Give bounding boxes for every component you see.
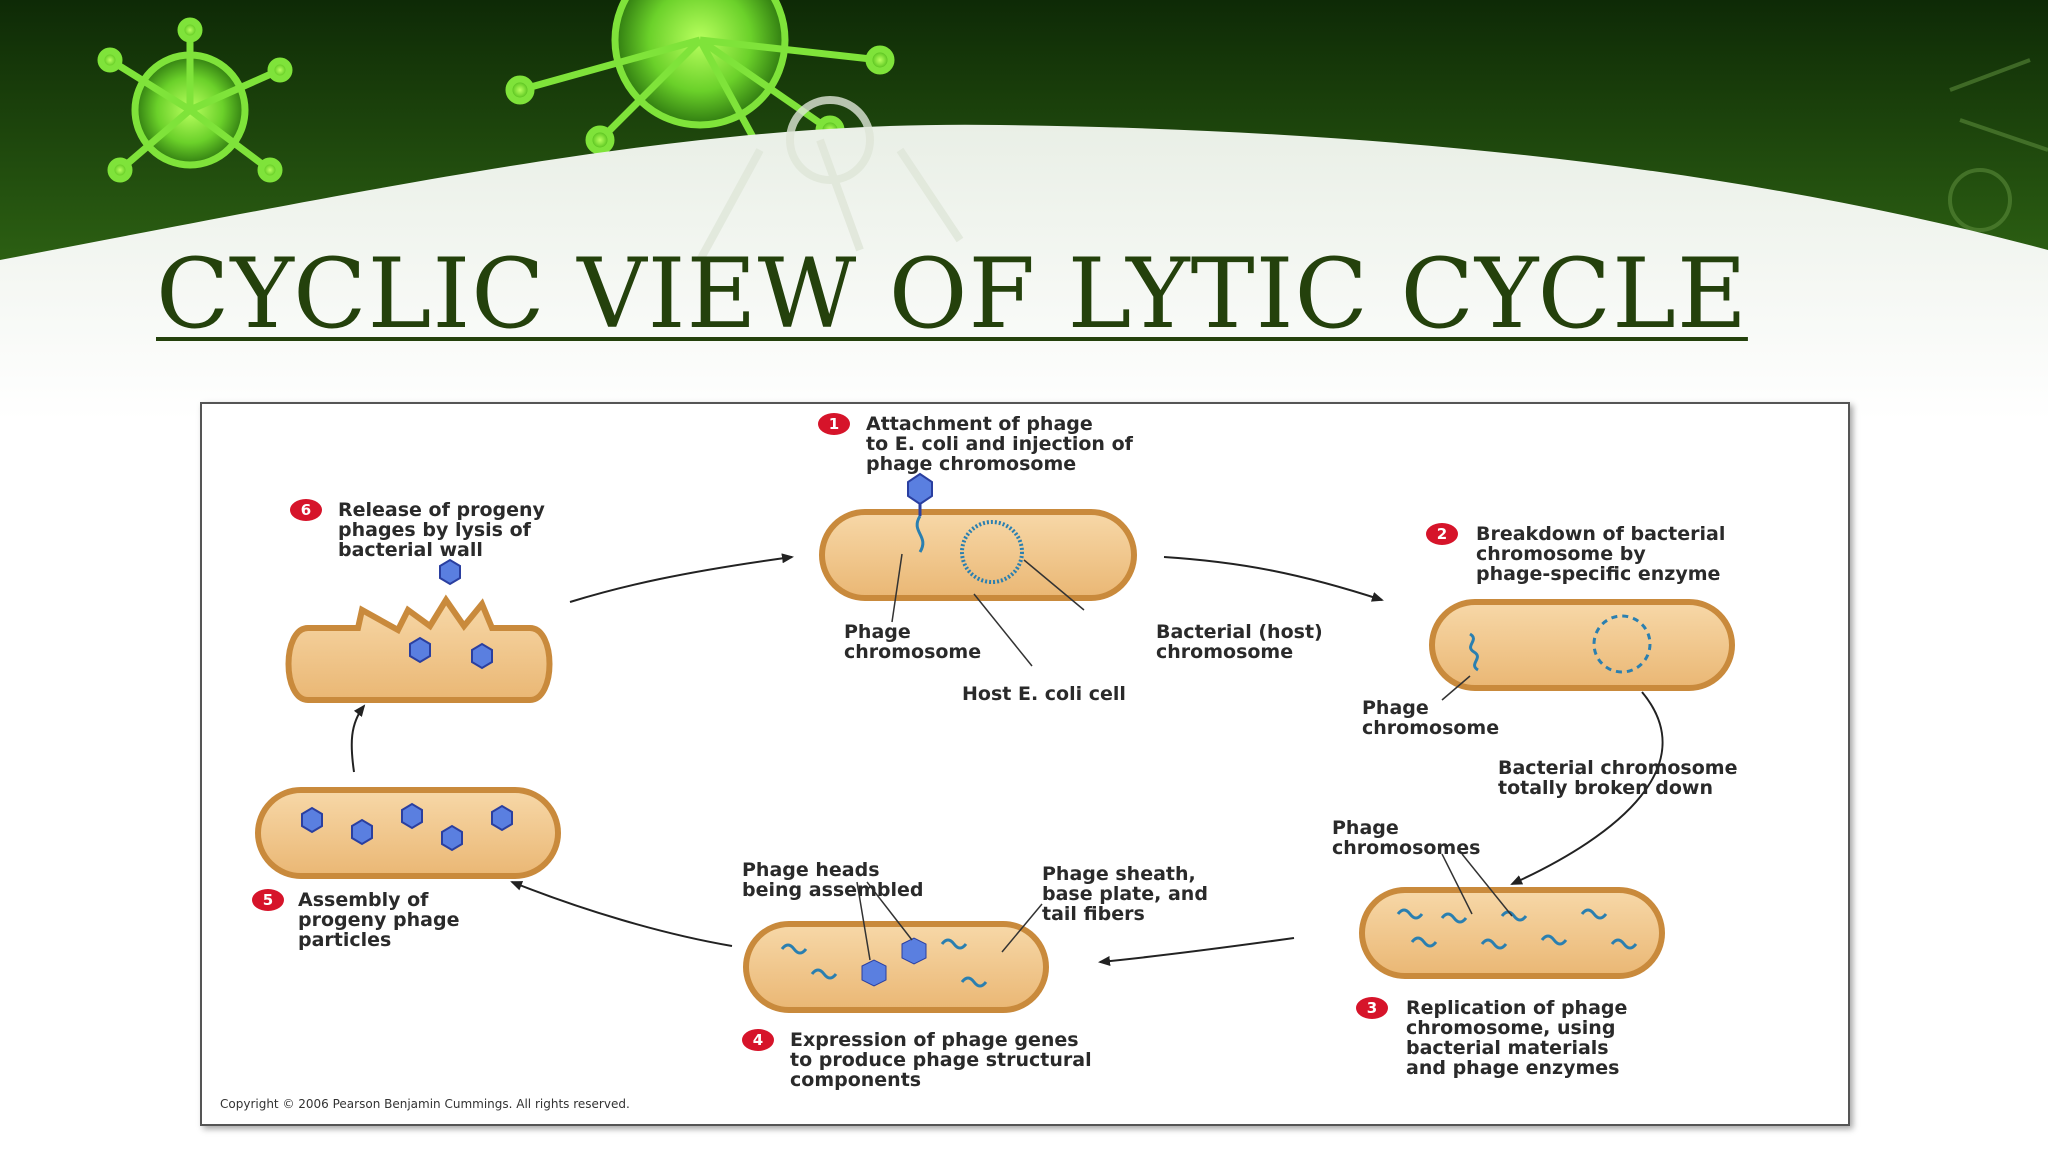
svg-text:3: 3 — [1367, 999, 1377, 1017]
svg-text:being assembled: being assembled — [742, 879, 923, 901]
svg-text:Phage: Phage — [844, 621, 911, 643]
svg-text:Replication of phage: Replication of phage — [1406, 997, 1627, 1019]
svg-text:chromosome, using: chromosome, using — [1406, 1017, 1615, 1039]
svg-text:5: 5 — [263, 891, 273, 909]
step-6-text: Release of progeny phages by lysis of ba… — [338, 499, 546, 561]
copyright-notice: Copyright © 2006 Pearson Benjamin Cummin… — [220, 1097, 630, 1111]
arrow-2-to-3 — [1510, 691, 1664, 885]
step-badge-1: 1 — [818, 413, 850, 435]
cell-step-2 — [1429, 599, 1735, 701]
svg-text:components: components — [790, 1069, 921, 1091]
cycle-arrows — [350, 553, 1664, 967]
virus-decoration-faded — [1948, 58, 2048, 232]
step-1-text: Attachment of phage to E. coli and injec… — [866, 413, 1134, 475]
svg-text:particles: particles — [298, 929, 391, 951]
phage-icon — [907, 472, 933, 553]
step-4-text: Expression of phage genes to produce pha… — [790, 1029, 1092, 1091]
arrow-6-to-1 — [569, 553, 794, 603]
arrow-3-to-4 — [1098, 937, 1295, 967]
step-badge-4: 4 — [742, 1029, 774, 1051]
step-badge-2: 2 — [1426, 523, 1458, 545]
cell-step-3 — [1359, 853, 1665, 979]
svg-text:Phage sheath,: Phage sheath, — [1042, 863, 1196, 885]
svg-text:2: 2 — [1437, 525, 1447, 543]
svg-text:Assembly of: Assembly of — [298, 889, 429, 911]
label-broken-down: Bacterial chromosome totally broken down — [1498, 757, 1737, 799]
svg-text:bacterial wall: bacterial wall — [338, 539, 483, 561]
arrow-5-to-6 — [350, 704, 366, 773]
svg-text:phage-specific enzyme: phage-specific enzyme — [1476, 563, 1720, 585]
svg-text:and phage enzymes: and phage enzymes — [1406, 1057, 1619, 1079]
svg-text:totally broken down: totally broken down — [1498, 777, 1713, 799]
label-host-cell: Host E. coli cell — [962, 683, 1126, 705]
svg-text:chromosome by: chromosome by — [1476, 543, 1646, 565]
svg-text:Expression of phage genes: Expression of phage genes — [790, 1029, 1079, 1051]
label-bacterial-host-chromosome: Bacterial (host) chromosome — [1156, 621, 1323, 663]
step-badge-6: 6 — [290, 499, 322, 521]
svg-text:Attachment of phage: Attachment of phage — [866, 413, 1093, 435]
svg-text:Phage: Phage — [1332, 817, 1399, 839]
svg-text:to E. coli and injection of: to E. coli and injection of — [866, 433, 1134, 455]
svg-text:chromosome: chromosome — [844, 641, 981, 663]
cell-step-5 — [255, 787, 561, 879]
lytic-cycle-diagram: 1 2 3 4 5 6 Attachment of phage to E. co… — [220, 413, 1737, 1111]
virus-decoration — [97, 0, 895, 183]
svg-text:to produce phage structural: to produce phage structural — [790, 1049, 1092, 1071]
svg-text:Bacterial chromosome: Bacterial chromosome — [1498, 757, 1737, 779]
svg-text:chromosome: chromosome — [1362, 717, 1499, 739]
svg-text:base plate, and: base plate, and — [1042, 883, 1208, 905]
svg-text:chromosome: chromosome — [1156, 641, 1293, 663]
svg-text:Phage: Phage — [1362, 697, 1429, 719]
step-5-text: Assembly of progeny phage particles — [298, 889, 459, 951]
svg-text:bacterial materials: bacterial materials — [1406, 1037, 1609, 1059]
page-title: CYCLIC VIEW OF LYTIC CYCLE — [156, 238, 1748, 350]
svg-text:6: 6 — [301, 501, 311, 519]
host-chromosome — [960, 520, 1024, 584]
label-phage-chromosome-2: Phage chromosome — [1362, 697, 1499, 739]
label-sheath: Phage sheath, base plate, and tail fiber… — [1042, 863, 1208, 925]
label-phage-chromosomes: Phage chromosomes — [1332, 817, 1480, 859]
arrow-4-to-5 — [510, 881, 733, 947]
step-2-text: Breakdown of bacterial chromosome by pha… — [1476, 523, 1725, 585]
cell-step-1 — [819, 472, 1137, 667]
svg-text:phages by lysis of: phages by lysis of — [338, 519, 532, 541]
svg-text:progeny phage: progeny phage — [298, 909, 459, 931]
banner-background — [0, 0, 2048, 420]
svg-text:Bacterial (host): Bacterial (host) — [1156, 621, 1323, 643]
svg-text:tail fibers: tail fibers — [1042, 903, 1145, 925]
cell-step-6 — [285, 558, 553, 703]
step-badge-3: 3 — [1356, 997, 1388, 1019]
svg-text:Phage heads: Phage heads — [742, 859, 880, 881]
step-3-text: Replication of phage chromosome, using b… — [1406, 997, 1627, 1079]
lytic-cycle-figure: 1 2 3 4 5 6 Attachment of phage to E. co… — [200, 402, 1850, 1126]
cell-step-4 — [743, 881, 1049, 1013]
svg-text:Breakdown of bacterial: Breakdown of bacterial — [1476, 523, 1725, 545]
svg-text:4: 4 — [753, 1031, 763, 1049]
step-badge-5: 5 — [252, 889, 284, 911]
label-phage-heads: Phage heads being assembled — [742, 859, 923, 901]
virus-watermark — [696, 96, 964, 262]
label-phage-chromosome: Phage chromosome — [844, 621, 981, 663]
svg-text:1: 1 — [829, 415, 839, 433]
svg-text:phage chromosome: phage chromosome — [866, 453, 1076, 475]
arrow-1-to-2 — [1163, 556, 1384, 602]
svg-text:Release of progeny: Release of progeny — [338, 499, 546, 521]
svg-text:chromosomes: chromosomes — [1332, 837, 1480, 859]
